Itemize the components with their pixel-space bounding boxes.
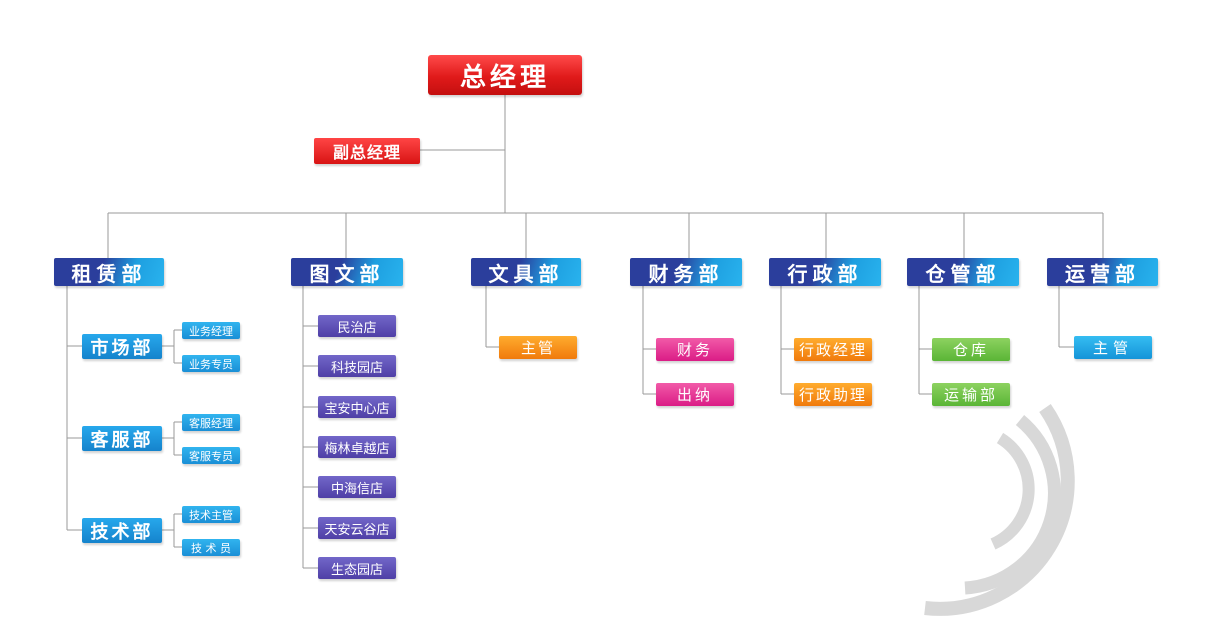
dept-rental[interactable]: 租赁部 (54, 258, 164, 286)
store-label: 生态园店 (330, 562, 383, 578)
sub-label: 技术部 (90, 521, 154, 543)
store-label: 科技园店 (330, 360, 383, 376)
role-box[interactable]: 业务经理 (182, 322, 240, 339)
role-box[interactable]: 行政经理 (794, 338, 872, 361)
dept-finance[interactable]: 财务部 (630, 258, 742, 286)
role-box[interactable]: 客服经理 (182, 414, 240, 431)
role-label: 仓库 (952, 341, 989, 359)
role-box[interactable]: 出纳 (656, 383, 734, 406)
ceo-box[interactable]: 总经理 (428, 55, 582, 95)
role-box[interactable]: 仓库 (932, 338, 1010, 361)
sub-market[interactable]: 市场部 (82, 334, 162, 359)
dept-label: 文具部 (488, 261, 564, 286)
role-label: 行政助理 (798, 386, 867, 404)
dept-label: 财务部 (648, 261, 724, 286)
ceo-label: 总经理 (459, 62, 550, 93)
role-label: 财务 (676, 341, 713, 359)
dept-admin[interactable]: 行政部 (769, 258, 881, 286)
store-label: 中海信店 (330, 481, 383, 497)
role-label: 主管 (520, 339, 555, 357)
role-label: 技术主管 (189, 508, 233, 522)
store-label: 天安云谷店 (324, 522, 390, 538)
dept-stationery[interactable]: 文具部 (471, 258, 581, 286)
vice-president-box[interactable]: 副总经理 (314, 138, 420, 164)
store-label: 民治店 (337, 320, 377, 336)
store-box[interactable]: 中海信店 (318, 476, 396, 498)
dept-label: 运营部 (1065, 261, 1140, 286)
dept-label: 图文部 (309, 261, 385, 286)
store-box[interactable]: 科技园店 (318, 355, 396, 377)
store-label: 宝安中心店 (324, 401, 390, 417)
role-label: 业务专员 (189, 357, 233, 371)
role-label: 业务经理 (189, 324, 233, 338)
sub-label: 客服部 (90, 429, 154, 451)
role-box[interactable]: 业务专员 (182, 355, 240, 372)
store-box[interactable]: 生态园店 (318, 557, 396, 579)
role-label: 客服专员 (189, 449, 233, 463)
sub-tech[interactable]: 技术部 (82, 518, 162, 543)
store-box[interactable]: 天安云谷店 (318, 517, 396, 539)
role-label: 技 术 员 (191, 541, 231, 555)
dept-label: 仓管部 (925, 261, 1001, 286)
sub-service[interactable]: 客服部 (82, 426, 162, 451)
role-box[interactable]: 主管 (499, 336, 577, 359)
role-label: 出纳 (676, 386, 713, 404)
role-box[interactable]: 技术主管 (182, 506, 240, 523)
store-box[interactable]: 梅林卓越店 (318, 436, 396, 458)
role-label: 运输部 (943, 386, 998, 404)
dept-label: 租赁部 (71, 261, 147, 286)
role-box[interactable]: 运输部 (932, 383, 1010, 406)
role-box[interactable]: 技 术 员 (182, 539, 240, 556)
role-box[interactable]: 主管 (1074, 336, 1152, 359)
vice-president-label: 副总经理 (332, 143, 401, 162)
store-label: 梅林卓越店 (324, 441, 390, 457)
dept-graphic[interactable]: 图文部 (291, 258, 403, 286)
role-box[interactable]: 财务 (656, 338, 734, 361)
dept-label: 行政部 (787, 261, 863, 286)
dept-operations[interactable]: 运营部 (1047, 258, 1158, 286)
sub-label: 市场部 (90, 337, 154, 359)
store-box[interactable]: 民治店 (318, 315, 396, 337)
dept-warehouse[interactable]: 仓管部 (907, 258, 1019, 286)
role-box[interactable]: 客服专员 (182, 447, 240, 464)
role-label: 主管 (1092, 339, 1133, 357)
role-box[interactable]: 行政助理 (794, 383, 872, 406)
role-label: 客服经理 (189, 416, 233, 430)
role-label: 行政经理 (798, 341, 867, 359)
store-box[interactable]: 宝安中心店 (318, 396, 396, 418)
